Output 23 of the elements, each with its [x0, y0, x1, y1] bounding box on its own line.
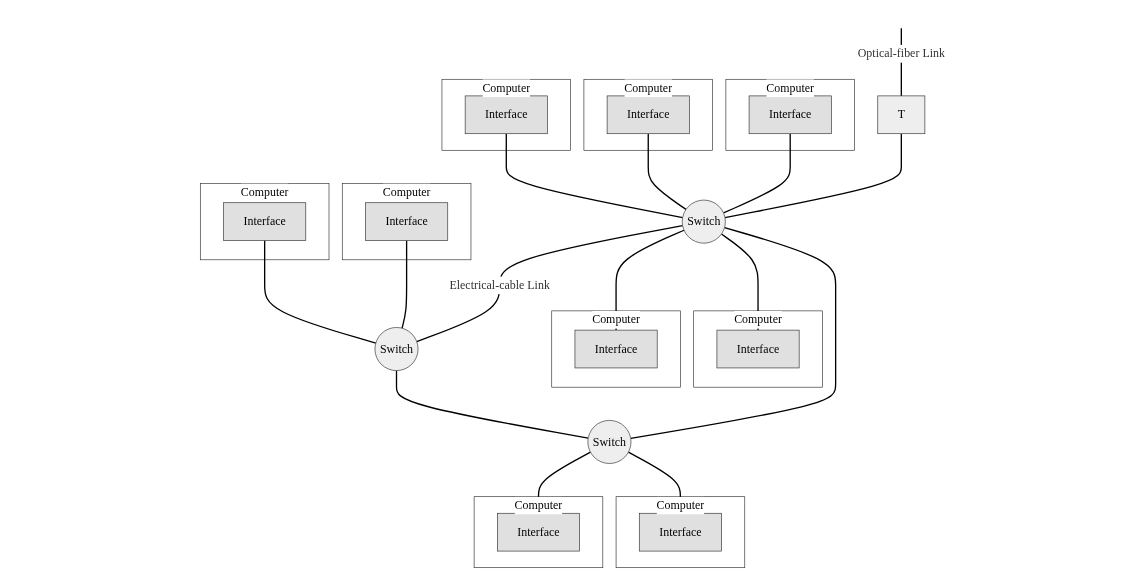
- node-circle: Switch: [587, 420, 632, 464]
- node-box: Interface: [497, 512, 581, 552]
- connector: [724, 133, 903, 219]
- edge-label: Optical-fiber Link: [858, 46, 946, 61]
- node-box: Interface: [465, 95, 549, 135]
- edge-label: Electrical-cable Link: [449, 278, 551, 292]
- connector: [396, 369, 590, 439]
- node-box: Interface: [223, 202, 307, 241]
- connector: [506, 133, 684, 219]
- connector: [723, 133, 792, 214]
- node-box: T: [877, 95, 926, 135]
- node-box: Interface: [365, 202, 449, 241]
- connector: [264, 239, 377, 344]
- node-box: Interface: [639, 512, 723, 552]
- node-box: Interface: [716, 329, 800, 369]
- connector: [647, 133, 688, 211]
- node-circle: Switch: [682, 199, 727, 244]
- node-box: Interface: [575, 329, 658, 369]
- node-box: Interface: [607, 95, 691, 135]
- node-box: Interface: [749, 95, 833, 135]
- node-circle: Switch: [374, 327, 419, 371]
- connector: [630, 226, 837, 439]
- connector: [401, 239, 408, 329]
